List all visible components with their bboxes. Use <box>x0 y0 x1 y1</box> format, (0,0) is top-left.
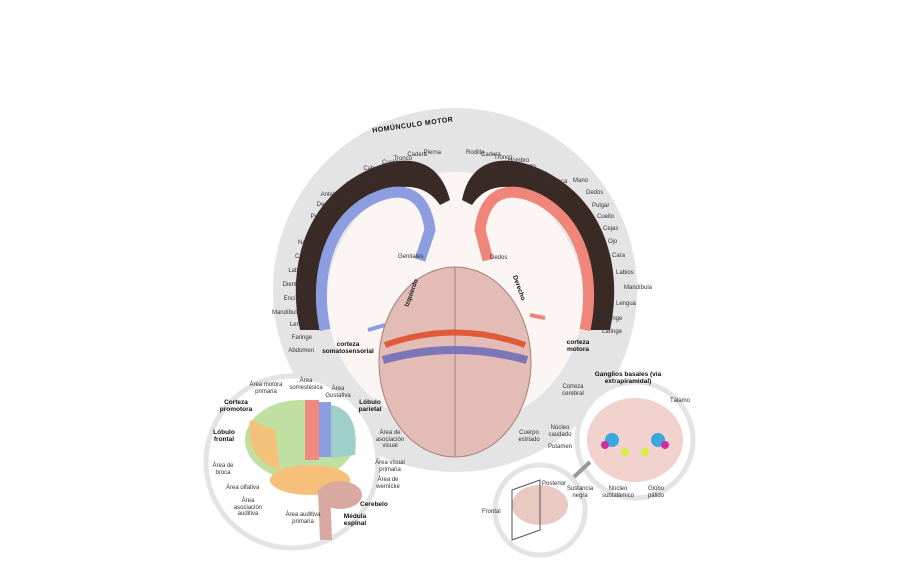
label-caudado: Núcleo caudado <box>548 425 572 438</box>
motor-label: Cara <box>612 253 626 259</box>
label-palido: Globo pálido <box>647 486 664 499</box>
ganglia-title: Ganglios basales (vía extrapiramidal) <box>594 371 662 385</box>
sensory-label: Encías <box>283 296 302 302</box>
sensory-label: Cuello <box>381 160 399 166</box>
motor-cortex-label: corteza motora <box>566 339 590 353</box>
label-frontal-view: Frontal <box>482 509 501 515</box>
label-parietal: Lóbulo parietal <box>358 399 382 413</box>
sensory-cortex-strip <box>315 186 436 332</box>
sensory-homunculus <box>295 160 450 330</box>
sensory-label: Nariz <box>297 240 312 246</box>
label-talamo: Tálamo <box>670 398 691 404</box>
label-frontal: Lóbulo frontal <box>213 429 235 443</box>
motor-label: Cejas <box>603 226 619 232</box>
sensory-label: Pulgar <box>310 214 328 220</box>
label-subtalamico: Núcleo subtalámico <box>601 486 634 499</box>
label-cerebelo: Cerebelo <box>360 501 388 508</box>
motor-arrow <box>529 313 546 320</box>
label-posterior: Posterior <box>542 481 567 487</box>
sensory-label: Cadera <box>407 152 427 158</box>
motor-label: Muñeca <box>546 179 568 185</box>
motor-label: Mano <box>573 178 589 184</box>
label-gustativa: Área Gustativa <box>325 386 351 399</box>
label-medula: Médula espinal <box>343 513 367 527</box>
motor-label: Cadera <box>481 152 501 158</box>
sensory-cortex-label: corteza somatosensorial <box>322 341 374 355</box>
label-asoc-auditiva: Área asociación auditiva <box>233 498 263 517</box>
motor-label: Rodilla <box>466 150 485 156</box>
motor-label: Pulgar <box>592 203 610 209</box>
label-broca: Área de broca <box>212 463 234 476</box>
motor-label: Codo <box>533 171 548 177</box>
motor-label: Mandíbula <box>624 285 653 291</box>
motor-label: Hombro <box>508 158 530 164</box>
label-putamen: Putamen <box>548 444 573 450</box>
sensory-label: Ojo <box>308 228 318 234</box>
sensory-label: Cara <box>294 254 308 260</box>
label-motora: Área motora primaria <box>249 382 283 395</box>
sensory-label: Codo <box>345 182 360 188</box>
label-visual: Área visual primaria <box>375 460 405 473</box>
label-estriado: Cuerpo estriado <box>518 430 540 443</box>
sensory-label: Tronco <box>393 156 412 162</box>
label-promotora: Corteza promotora <box>219 399 253 413</box>
motor-label: Lengua <box>616 301 637 307</box>
sensory-label: Brazo <box>356 176 372 182</box>
motor-label: Brazo <box>520 164 536 170</box>
sensory-label: Mandíbula <box>271 310 300 316</box>
label-olfativa: Área olfativa <box>226 485 260 491</box>
motor-label: Faringe <box>602 316 623 322</box>
sensory-label: Dientes <box>282 282 303 288</box>
motor-homunculus <box>462 160 615 330</box>
label-auditiva: Área auditiva primaria <box>285 512 321 525</box>
dedos-label: Dedos <box>490 255 508 261</box>
sensory-label: Lengua <box>289 322 310 328</box>
motor-label: Cuello <box>597 214 615 220</box>
sensory-label: Antebrazo <box>320 192 348 198</box>
motor-label: Labios <box>616 270 634 276</box>
label-wernicke: Área de wernicke <box>376 477 400 490</box>
label-asoc-visual: Área de asociación visual <box>375 430 405 449</box>
motor-label: Tronco <box>494 155 513 161</box>
sensory-label: Labios <box>288 268 306 274</box>
sensory-label: Dedos <box>316 202 334 208</box>
label-somestesica: Área somestésica <box>289 378 323 391</box>
motor-label: Ojo <box>608 239 618 245</box>
sensory-label: Abdomen <box>288 348 314 354</box>
sensory-label: Cabeza <box>363 166 384 172</box>
label-negra: Sustancia negra <box>566 486 594 499</box>
motor-cortex-strip <box>474 186 595 332</box>
genitales-label: Genitales <box>398 254 424 260</box>
sensory-arrow <box>367 323 386 332</box>
motor-label: Laringe <box>602 329 623 335</box>
motor-label: Dedos <box>586 190 604 196</box>
sensory-label: Faringe <box>291 335 312 341</box>
label-corteza: Corteza cerebral <box>562 384 584 397</box>
sensory-label: Pierna <box>423 150 441 156</box>
